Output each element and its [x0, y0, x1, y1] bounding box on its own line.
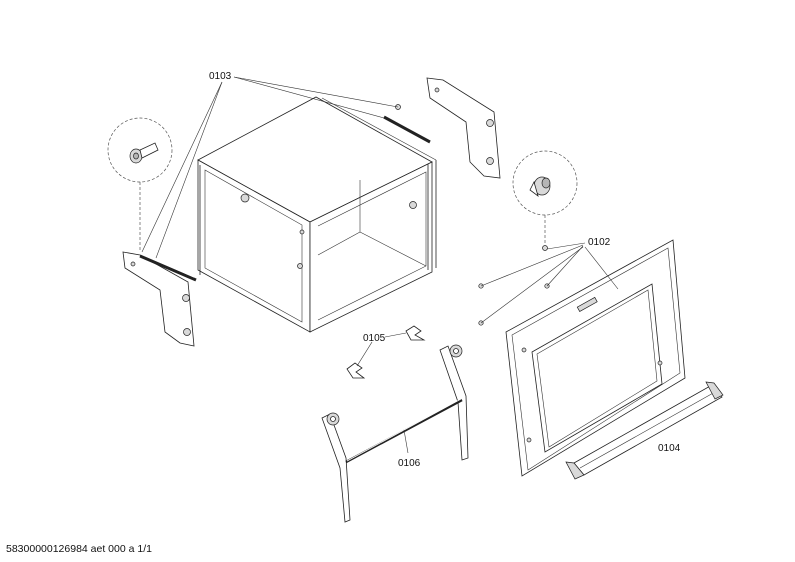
document-footer: 58300000126984 aet 000 a 1/1 [6, 543, 152, 555]
leader-lines [141, 76, 619, 454]
label-0105: 0105 [363, 333, 386, 344]
oven-cavity-box [197, 96, 437, 333]
label-0104: 0104 [658, 443, 681, 454]
right-mounting-bracket [426, 77, 501, 179]
knob-detail-callout [512, 150, 578, 251]
hinge-assembly [321, 344, 469, 523]
label-0102: 0102 [588, 237, 611, 248]
door-handle [565, 381, 724, 480]
top-hinge-pins [383, 104, 431, 144]
hinge-clips [346, 325, 426, 379]
screw-detail-callout [107, 117, 173, 250]
label-0106: 0106 [398, 458, 421, 469]
left-mounting-bracket [122, 251, 197, 347]
label-0103: 0103 [209, 71, 232, 82]
oven-door [505, 239, 686, 477]
